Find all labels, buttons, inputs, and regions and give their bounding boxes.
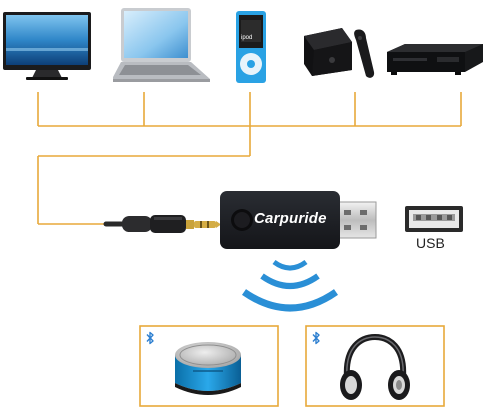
source-tv bbox=[2, 10, 92, 82]
dvd-player-icon bbox=[387, 44, 483, 75]
bluetooth-icon bbox=[146, 331, 154, 345]
headphones-icon bbox=[340, 333, 410, 400]
aux-cable-icon bbox=[103, 215, 221, 233]
source-dvd-player bbox=[385, 42, 485, 80]
laptop-icon bbox=[113, 8, 210, 82]
bluetooth-icon bbox=[312, 331, 320, 345]
usb-port-label: USB bbox=[416, 235, 445, 251]
ipod-icon bbox=[236, 11, 266, 83]
bluetooth-signal-waves-icon bbox=[242, 259, 338, 312]
source-ipod: ipod bbox=[235, 10, 267, 85]
ipod-label: ipod bbox=[241, 35, 253, 41]
source-laptop bbox=[113, 7, 213, 84]
receiver-headphones bbox=[307, 327, 443, 405]
usb-bluetooth-adapter-icon bbox=[220, 191, 377, 249]
source-tv-box bbox=[300, 20, 382, 82]
usb-port: USB bbox=[404, 205, 464, 253]
usb-bluetooth-adapter: Carpuride bbox=[218, 188, 378, 252]
tv-icon bbox=[3, 12, 91, 80]
receiver-speaker bbox=[141, 327, 277, 405]
adapter-brand-label: Carpuride bbox=[254, 210, 327, 227]
usb-port-icon bbox=[405, 206, 463, 232]
bluetooth-speaker-icon bbox=[175, 342, 241, 395]
tv-box-icon bbox=[304, 28, 375, 78]
